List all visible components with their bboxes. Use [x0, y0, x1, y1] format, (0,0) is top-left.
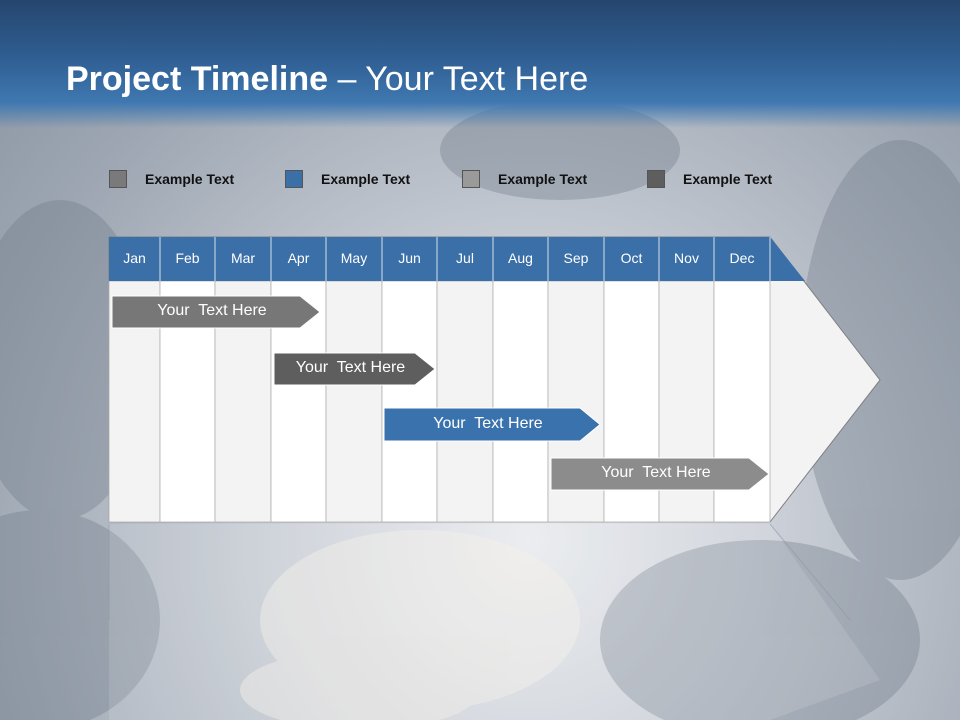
month-label-mar: Mar [230, 250, 256, 266]
title-bar [0, 0, 960, 128]
legend-label: Example Text [145, 171, 235, 187]
month-label-aug: Aug [508, 250, 533, 266]
task-bar-label: Your Text Here [295, 359, 406, 376]
month-label-jan: Jan [123, 250, 146, 266]
legend-label: Example Text [498, 171, 588, 187]
month-column [381, 280, 438, 523]
month-column [492, 280, 549, 523]
month-column [436, 280, 494, 523]
month-label-may: May [340, 250, 368, 266]
month-label-sep: Sep [563, 250, 589, 266]
legend-item: Example Text [285, 170, 410, 188]
legend-label: Example Text [321, 171, 411, 187]
task-bar [383, 407, 601, 442]
month-label-oct: Oct [620, 250, 643, 266]
legend-item: Example Text [647, 170, 772, 188]
legend-swatch [285, 170, 303, 188]
month-label-jul: Jul [456, 250, 474, 266]
reflection-edge [769, 523, 851, 621]
task-bar [111, 295, 321, 329]
legend-swatch [647, 170, 665, 188]
timeline-reflection [109, 524, 880, 720]
task-bar [273, 352, 436, 386]
task-bar [550, 457, 770, 491]
month-label-dec: Dec [729, 250, 755, 266]
month-label-nov: Nov [674, 250, 699, 266]
legend-item: Example Text [109, 170, 234, 188]
legend-swatch [462, 170, 480, 188]
legend-label: Example Text [683, 171, 773, 187]
task-bar-label: Your Text Here [601, 464, 711, 481]
month-header-band [109, 237, 805, 281]
month-column [325, 280, 383, 523]
slide-title: Project Timeline – Your Text Here [66, 60, 588, 99]
legend-swatch [109, 170, 127, 188]
title-rest-part: – Your Text Here [328, 60, 589, 98]
month-label-jun: Jun [398, 250, 421, 266]
title-bold-part: Project Timeline [66, 60, 329, 98]
month-label-feb: Feb [175, 250, 200, 266]
legend-item: Example Text [462, 170, 587, 188]
month-label-apr: Apr [287, 250, 310, 266]
task-bar-label: Your Text Here [433, 414, 543, 432]
task-bar-label: Your Text Here [157, 302, 267, 319]
legend: Example Text Example Text Example Text E… [0, 170, 960, 200]
